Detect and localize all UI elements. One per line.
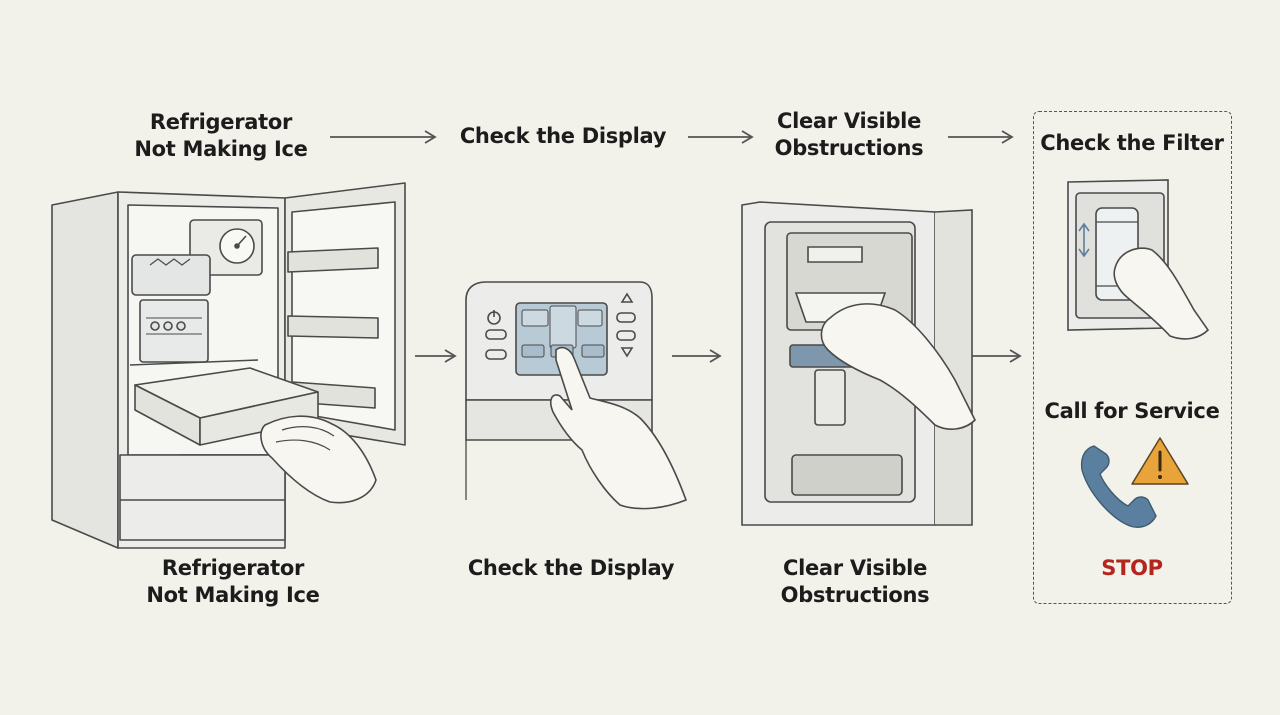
final-steps-box	[1033, 111, 1232, 604]
header-step-2: Check the Display	[459, 123, 667, 150]
stop-label: STOP	[1101, 555, 1163, 582]
display-panel-illustration	[465, 281, 688, 510]
caption-step-3: Clear Visible Obstructions	[781, 555, 930, 609]
call-service-title: Call for Service	[1044, 398, 1219, 425]
header-step-1: Refrigerator Not Making Ice	[134, 109, 307, 163]
filter-illustration	[1067, 179, 1210, 340]
header-step-2-line-1: Check the Display	[459, 124, 667, 148]
power-icon	[487, 310, 501, 325]
check-filter-text: Check the Filter	[1040, 131, 1224, 155]
warning-icon	[1131, 437, 1189, 485]
caption-step-2: Check the Display	[467, 555, 675, 582]
caption-step-2-line-1: Check the Display	[467, 556, 675, 580]
up-down-arrow-icon	[1078, 222, 1090, 258]
header-step-3-line-1: Clear Visible	[776, 109, 922, 133]
header-step-1-line-1: Refrigerator	[149, 110, 293, 134]
caption-step-3-line-2: Obstructions	[780, 583, 930, 607]
caption-step-3-line-1: Clear Visible	[782, 556, 928, 580]
header-step-3: Clear Visible Obstructions	[775, 108, 924, 162]
refrigerator-illustration	[51, 182, 406, 549]
check-filter-title: Check the Filter	[1040, 130, 1224, 157]
call-service-text: Call for Service	[1044, 399, 1220, 423]
caption-step-1-line-2: Not Making Ice	[146, 583, 320, 607]
dispenser-illustration	[741, 201, 976, 526]
caption-step-1: Refrigerator Not Making Ice	[146, 555, 319, 609]
caption-step-1-line-1: Refrigerator	[161, 556, 305, 580]
header-step-3-line-2: Obstructions	[774, 136, 924, 160]
header-step-1-line-2: Not Making Ice	[134, 137, 308, 161]
phone-icon	[1080, 445, 1157, 528]
stop-text: STOP	[1101, 556, 1163, 580]
